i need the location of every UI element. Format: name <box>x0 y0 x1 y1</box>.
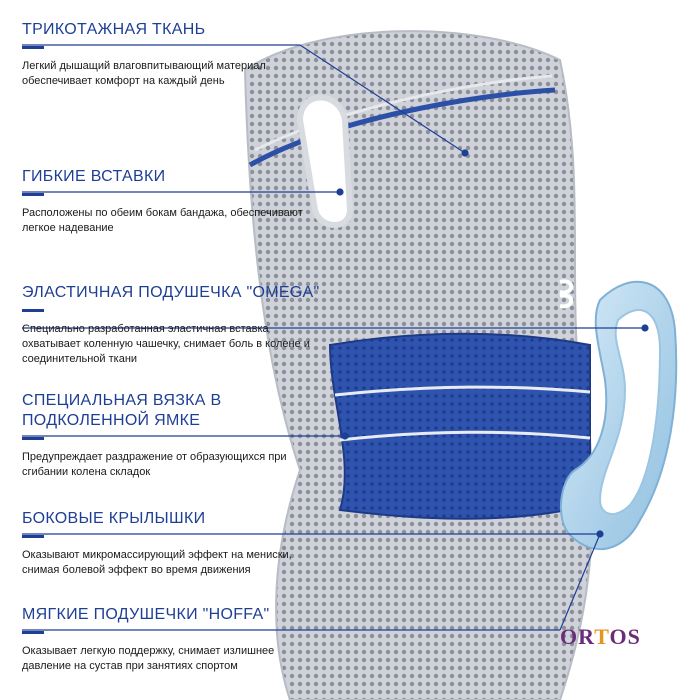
blue-band <box>328 332 591 520</box>
logo-part: OS <box>609 624 641 649</box>
feature-description: Предупреждает раздражение от образующихс… <box>22 451 287 478</box>
feature-side-wings: БОКОВЫЕ КРЫЛЫШКИ Оказывают микромассирую… <box>22 509 332 578</box>
logo-part: T <box>594 624 610 649</box>
title-accent-bar <box>22 193 44 196</box>
title-accent-bar <box>22 631 44 634</box>
title-accent-bar <box>22 309 44 312</box>
feature-description: Легкий дышащий влаговпитывающий материал… <box>22 60 266 87</box>
feature-popliteal-knit: СПЕЦИАЛЬНАЯ ВЯЗКА В ПОДКОЛЕННОЙ ЯМКЕ Пре… <box>22 391 332 480</box>
brand-mark <box>559 279 574 309</box>
feature-title: ГИБКИЕ ВСТАВКИ <box>22 168 166 185</box>
pointer-lines <box>22 44 649 631</box>
feature-title: БОКОВЫЕ КРЫЛЫШКИ <box>22 510 206 527</box>
feature-title: ТРИКОТАЖНАЯ ТКАНЬ <box>22 21 206 38</box>
feature-knit-fabric: ТРИКОТАЖНАЯ ТКАНЬ Легкий дышащий влаговп… <box>22 20 332 89</box>
feature-hoffa-pads: МЯГКИЕ ПОДУШЕЧКИ "HOFFA" Оказывает легку… <box>22 605 332 674</box>
feature-description: Оказывает легкую поддержку, снимает изли… <box>22 645 275 672</box>
feature-description: Оказывают микромассирующий эффект на мен… <box>22 549 292 576</box>
ortos-logo: ORTOS <box>560 624 641 650</box>
feature-description: Специально разработанная эластичная вста… <box>22 323 310 365</box>
logo-part: OR <box>560 624 595 649</box>
feature-omega-pad: ЭЛАСТИЧНАЯ ПОДУШЕЧКА "OMEGA" Специально … <box>22 283 332 367</box>
feature-description: Расположены по обеим бокам бандажа, обес… <box>22 207 303 234</box>
feature-title: ЭЛАСТИЧНАЯ ПОДУШЕЧКА "OMEGA" <box>22 284 320 301</box>
title-accent-bar <box>22 46 44 49</box>
title-accent-bar <box>22 437 44 440</box>
top-stripe <box>248 87 556 168</box>
feature-title: МЯГКИЕ ПОДУШЕЧКИ "HOFFA" <box>22 606 270 623</box>
title-accent-bar <box>22 535 44 538</box>
feature-title: СПЕЦИАЛЬНАЯ ВЯЗКА В ПОДКОЛЕННОЙ ЯМКЕ <box>22 392 222 429</box>
feature-flexible-inserts: ГИБКИЕ ВСТАВКИ Расположены по обеим бока… <box>22 167 332 236</box>
